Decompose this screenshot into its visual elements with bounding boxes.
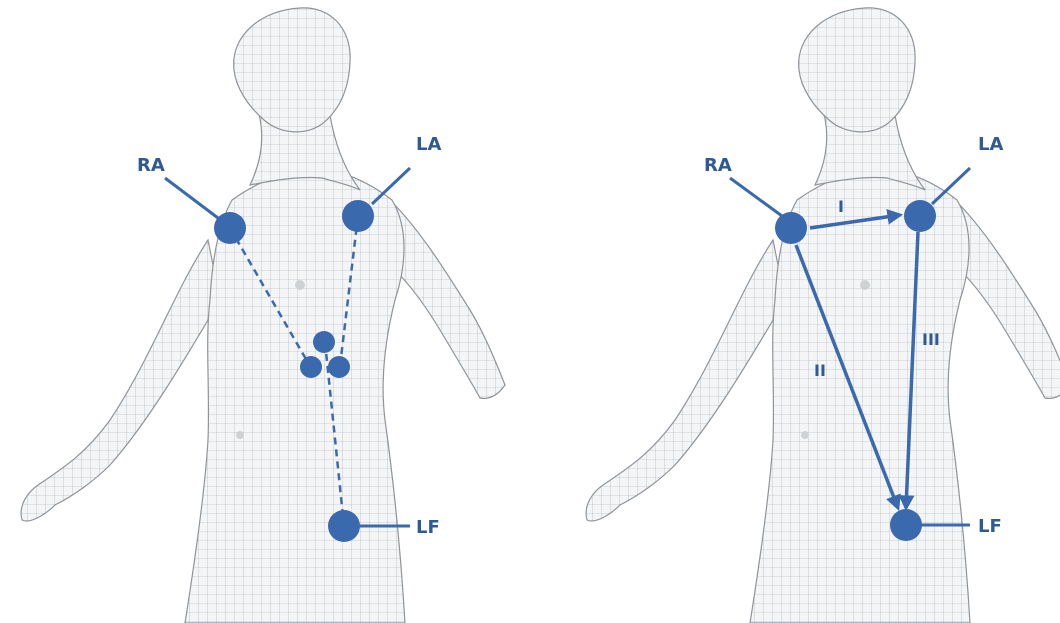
lf-electrode <box>890 509 922 541</box>
ra-pointer-line <box>165 178 218 218</box>
ra-electrode <box>214 212 246 244</box>
central-terminal-electrode <box>313 331 335 353</box>
lf-label: LF <box>978 516 1002 537</box>
lf-electrode <box>328 510 360 542</box>
la-label: LA <box>978 134 1003 155</box>
la-electrode <box>904 200 936 232</box>
la-label: LA <box>416 134 441 155</box>
ra-label: RA <box>137 155 165 176</box>
right-panel: RA LA LF I II III <box>586 8 1060 623</box>
ra-label: RA <box>704 155 732 176</box>
lead-3-label: III <box>922 330 940 349</box>
lead-2-label: II <box>814 361 826 380</box>
ra-pointer-line <box>730 178 782 216</box>
central-terminal-electrode <box>300 356 322 378</box>
central-terminal-electrode <box>328 356 350 378</box>
ra-electrode <box>775 212 807 244</box>
lf-label: LF <box>416 517 440 538</box>
left-panel: RA LA LF <box>21 8 505 623</box>
lead-1-label: I <box>838 197 844 216</box>
la-electrode <box>342 200 374 232</box>
